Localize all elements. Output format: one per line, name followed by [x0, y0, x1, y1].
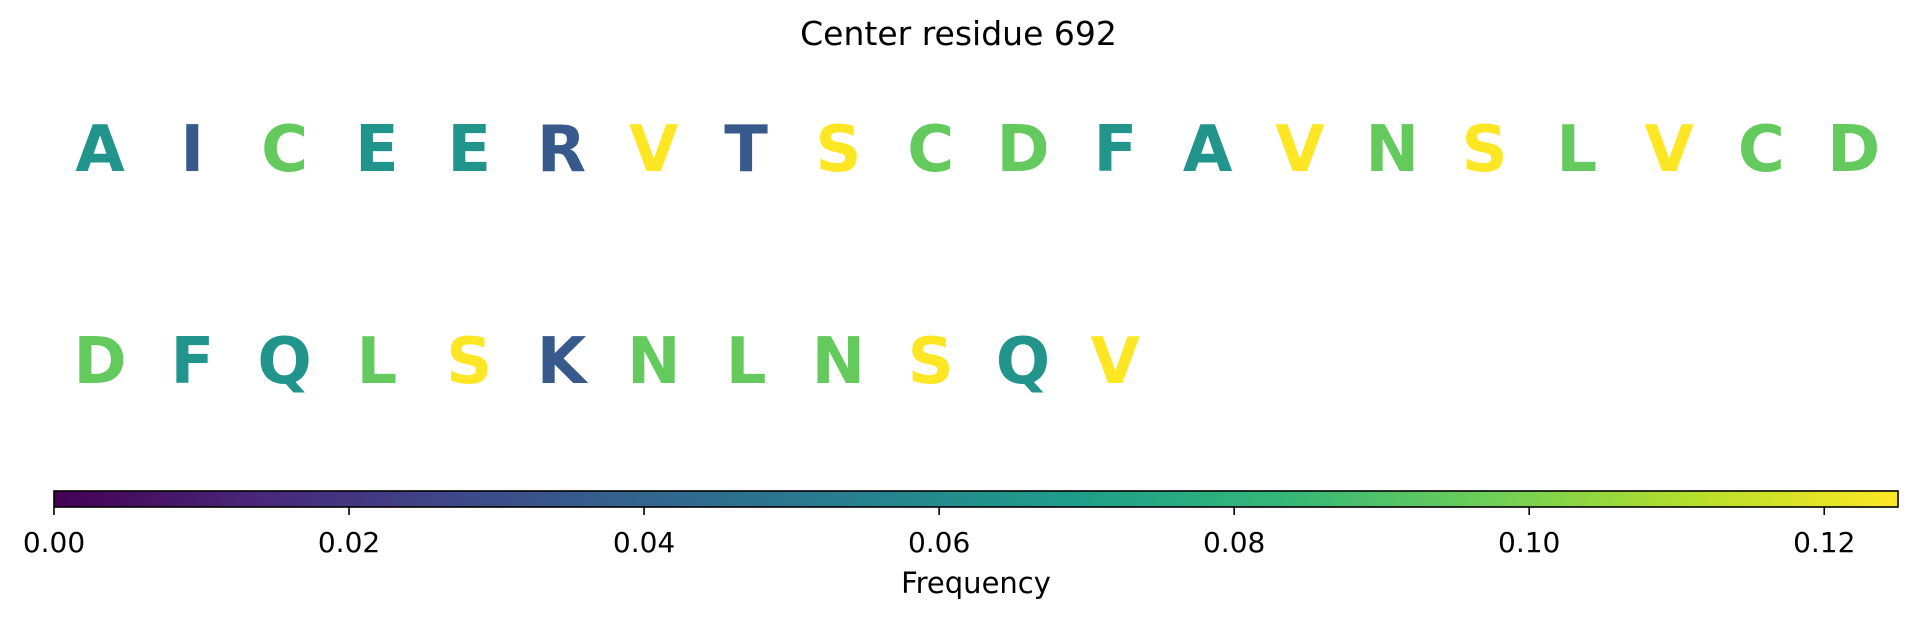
residue-letter: D	[73, 325, 126, 399]
residue-letter: E	[447, 113, 491, 187]
residue-letter: A	[75, 113, 125, 187]
residue-letter: N	[812, 325, 866, 399]
colorbar-tick-label: 0.06	[908, 526, 970, 559]
residue-letter: N	[1365, 113, 1419, 187]
residue-letter: S	[815, 113, 861, 187]
residue-letter: T	[724, 113, 768, 187]
residue-letter: I	[180, 113, 204, 187]
residue-letter: N	[627, 325, 681, 399]
colorbar-gradient	[53, 490, 1899, 508]
residue-letter: S	[1461, 113, 1507, 187]
residue-letter: V	[1644, 113, 1694, 187]
residue-letter: Q	[257, 325, 311, 399]
residue-letter: L	[357, 325, 398, 399]
residue-letter: C	[261, 113, 308, 187]
residue-letter: F	[1093, 113, 1137, 187]
colorbar-tick-label: 0.08	[1203, 526, 1265, 559]
residue-letter: V	[1275, 113, 1325, 187]
colorbar-tick-label: 0.10	[1498, 526, 1560, 559]
residue-letter: K	[537, 325, 589, 399]
residue-letter: F	[170, 325, 214, 399]
chart-title: Center residue 692	[800, 14, 1117, 53]
colorbar-label: Frequency	[901, 566, 1051, 600]
residue-letter: A	[1183, 113, 1233, 187]
residue-letter: S	[908, 325, 954, 399]
residue-letter: S	[446, 325, 492, 399]
residue-letter: V	[1091, 325, 1141, 399]
residue-letter: D	[996, 113, 1049, 187]
colorbar-ticks: 0.00 0.02 0.04 0.06 0.08 0.10 0.12	[23, 507, 1855, 559]
residue-letter: L	[726, 325, 767, 399]
residue-letter: Q	[996, 325, 1050, 399]
colorbar-tick-label: 0.12	[1793, 526, 1855, 559]
residue-letter: R	[537, 113, 586, 187]
residue-letter: V	[629, 113, 679, 187]
colorbar-tick-label: 0.04	[613, 526, 675, 559]
residue-letter: D	[1827, 113, 1880, 187]
colorbar-tick-label: 0.00	[23, 526, 85, 559]
residue-letter: C	[907, 113, 954, 187]
colorbar-tick-label: 0.02	[318, 526, 380, 559]
residue-letter: L	[1556, 113, 1597, 187]
residue-letter: E	[355, 113, 399, 187]
colorbar: 0.00 0.02 0.04 0.06 0.08 0.10 0.12 Frequency	[23, 490, 1899, 600]
residue-letter: C	[1738, 113, 1785, 187]
